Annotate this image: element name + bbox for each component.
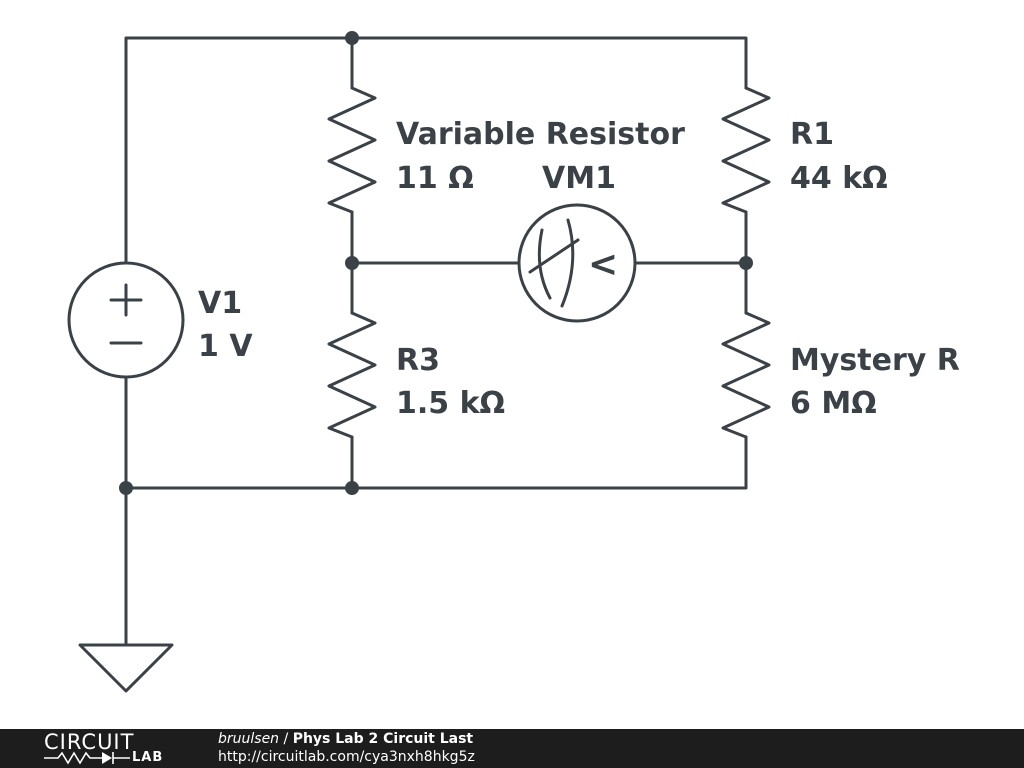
- voltmeter-needle: [528, 238, 580, 274]
- junction-nodes: [119, 31, 753, 495]
- r3-resistor-symbol: [327, 311, 377, 439]
- circuit-title-line: bruulsen / Phys Lab 2 Circuit Last: [218, 731, 473, 748]
- r1-resistor-symbol: [721, 86, 771, 214]
- title-separator: /: [279, 731, 293, 747]
- r1-value: 44 kΩ: [790, 161, 888, 196]
- voltmeter-circle: [517, 203, 637, 323]
- voltage-source-circle: [67, 261, 185, 379]
- variable-resistor-name: Variable Resistor: [396, 117, 685, 152]
- wire-top: [124, 36, 748, 265]
- r3-name: R3: [396, 343, 440, 378]
- source-name: V1: [198, 286, 242, 321]
- resistor-diode-logo-icon: [44, 751, 130, 765]
- source-value: 1 V: [198, 329, 253, 364]
- voltmeter-arc-inner: [560, 218, 575, 308]
- junction-node: [345, 481, 359, 495]
- r1-name: R1: [790, 117, 834, 152]
- logo-text-top: CIRCUIT: [44, 730, 135, 754]
- voltmeter-name: VM1: [542, 161, 616, 196]
- logo-text-bottom: LAB: [132, 750, 164, 765]
- voltmeter-symbol: <: [517, 203, 637, 323]
- variable-resistor-value: 11 Ω: [396, 161, 474, 196]
- mystery-r-value: 6 MΩ: [790, 386, 877, 421]
- footer-bar: CIRCUIT LAB bruulsen / Phys Lab 2 Circui…: [0, 729, 1024, 768]
- ground-icon: [78, 643, 174, 693]
- mystery-resistor-symbol: [721, 311, 771, 439]
- junction-node: [119, 481, 133, 495]
- circuit-title[interactable]: Phys Lab 2 Circuit Last: [292, 731, 474, 747]
- junction-node: [345, 256, 359, 270]
- junction-node: [739, 256, 753, 270]
- circuit-schematic: < Variable Resistor 11 Ω VM1 R1 44 kΩ V1…: [67, 31, 960, 693]
- voltage-source-symbol: [67, 261, 185, 379]
- circuit-url[interactable]: http://circuitlab.com/cya3nxh8hkg5z: [218, 749, 475, 765]
- junction-node: [345, 31, 359, 45]
- voltmeter-polarity-symbol: <: [588, 244, 618, 285]
- author-name[interactable]: bruulsen: [218, 731, 280, 747]
- r3-value: 1.5 kΩ: [396, 386, 505, 421]
- circuitlab-logo[interactable]: CIRCUIT LAB: [40, 731, 180, 767]
- mystery-r-name: Mystery R: [790, 343, 960, 378]
- variable-resistor-symbol: [327, 86, 377, 214]
- wire-bottom: [124, 435, 748, 490]
